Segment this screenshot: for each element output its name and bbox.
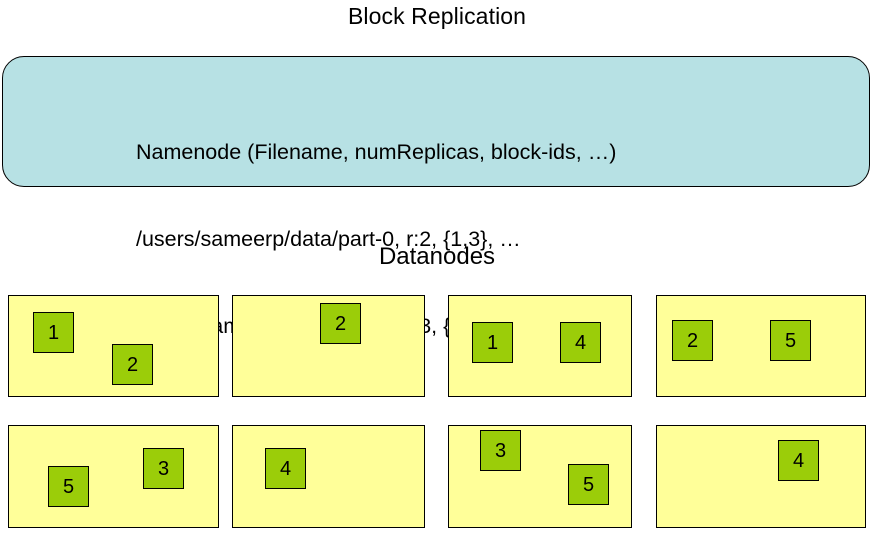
block-replica: 2 (320, 303, 361, 344)
block-replica: 4 (265, 448, 306, 489)
block-replica: 1 (33, 312, 74, 353)
block-replica: 2 (672, 320, 713, 361)
datanode-rect (656, 425, 866, 528)
block-replica: 2 (112, 344, 153, 385)
block-replica: 3 (480, 430, 521, 471)
datanode-rect (232, 425, 425, 528)
block-replica: 5 (770, 320, 811, 361)
block-replica: 1 (472, 322, 513, 363)
block-replica: 4 (560, 322, 601, 363)
block-replica: 5 (568, 464, 609, 505)
namenode-line-schema: Namenode (Filename, numReplicas, block-i… (136, 140, 617, 164)
block-replica: 4 (778, 440, 819, 481)
datanode-rect (8, 425, 219, 528)
namenode-box (2, 56, 870, 187)
namenode-line-part-0: /users/sameerp/data/part-0, r:2, {1,3}, … (136, 227, 521, 251)
block-replica: 5 (48, 466, 89, 507)
block-replica: 3 (143, 448, 184, 489)
diagram-title: Block Replication (347, 3, 527, 29)
datanodes-label: Datanodes (378, 243, 496, 270)
